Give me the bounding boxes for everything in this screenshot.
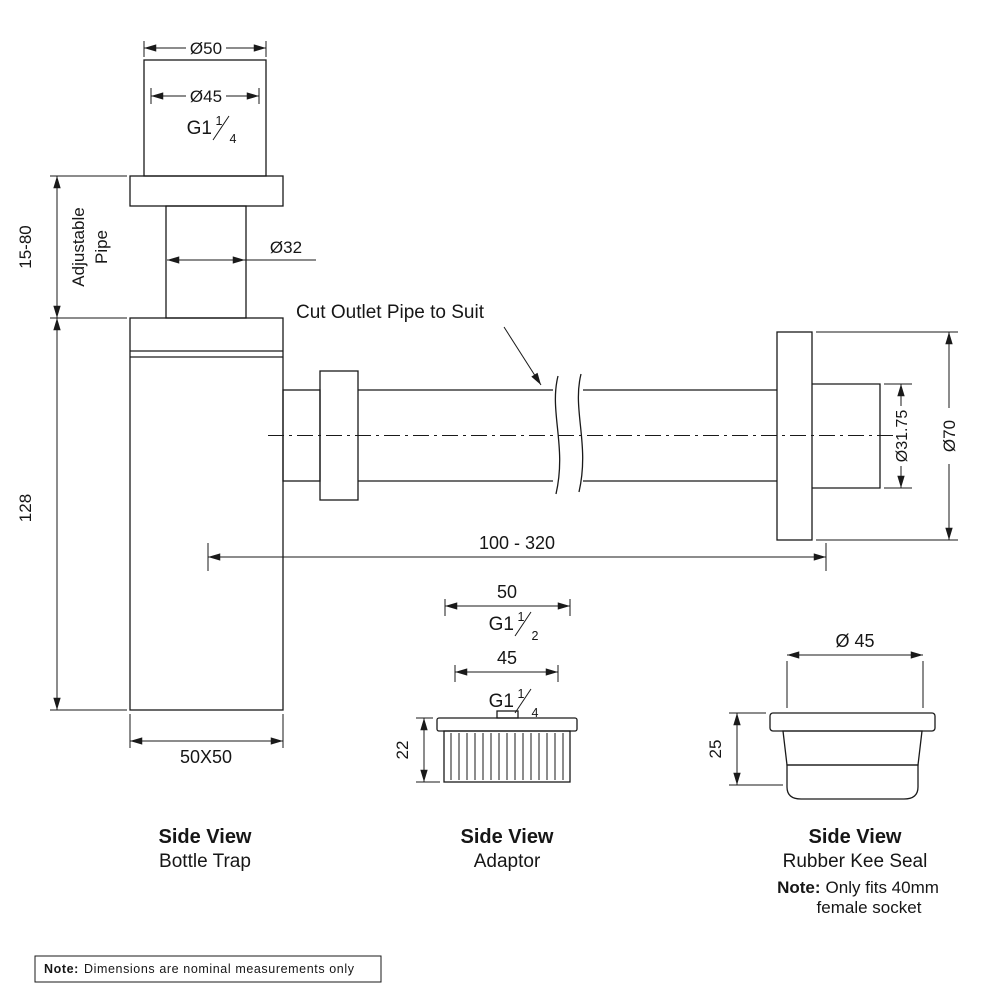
bottle-trap-caption: Side View Bottle Trap xyxy=(158,826,251,872)
footer-note-label: Note: xyxy=(44,962,79,976)
adaptor-outline xyxy=(436,710,578,783)
dim-base-50x50: 50X50 xyxy=(129,714,284,767)
dim-label-22: 22 xyxy=(393,741,412,760)
caption-title: Side View xyxy=(808,826,901,848)
dim-label-adjustable-range: 15-80 xyxy=(16,225,35,268)
thread-ridges xyxy=(450,733,564,780)
dim-adaptor-50: 50 xyxy=(444,582,571,616)
seal-note-label: Note: xyxy=(777,878,820,897)
dim-label-d45: Ø45 xyxy=(190,87,222,106)
thread-label-g1-quarter: G1 1 4 xyxy=(187,114,237,146)
dim-label-50: 50 xyxy=(497,582,517,602)
dim-label-d50: Ø50 xyxy=(190,39,222,58)
thread-numerator: 1 xyxy=(216,114,223,128)
annotation-cut-outlet: Cut Outlet Pipe to Suit xyxy=(296,302,542,386)
dim-riser-d32: Ø32 xyxy=(167,238,316,264)
label-adjustable: Adjustable xyxy=(69,207,88,286)
adaptor-tab-outline xyxy=(496,710,519,719)
bottle-trap-outline xyxy=(129,59,893,711)
kee-seal-caption: Side View Rubber Kee Seal Note: Only fits… xyxy=(777,826,939,917)
thread-denominator: 2 xyxy=(532,629,539,643)
dim-label-45: 45 xyxy=(497,648,517,668)
dim-label-seal-d45: Ø 45 xyxy=(835,631,874,651)
dim-top-nut-d45: Ø45 xyxy=(150,87,260,106)
dim-adaptor-45: 45 xyxy=(454,648,559,682)
fraction-slash xyxy=(212,115,230,141)
thread-denominator: 4 xyxy=(532,706,539,720)
caption-title: Side View xyxy=(158,826,251,848)
dim-stub-d3175: Ø31.75 xyxy=(884,383,912,489)
bottle-body-outline xyxy=(129,317,284,711)
fraction-slash xyxy=(514,611,532,637)
seal-flange-outline xyxy=(769,712,936,732)
thread-denominator: 4 xyxy=(230,132,237,146)
leader-line xyxy=(503,326,542,386)
thread-prefix: G1 xyxy=(489,691,514,712)
dim-flange-d70: Ø70 xyxy=(816,331,959,541)
pipe-break-line xyxy=(554,375,561,495)
dim-label-outlet-range: 100 - 320 xyxy=(479,533,555,553)
dim-label-50x50: 50X50 xyxy=(180,747,232,767)
label-pipe: Pipe xyxy=(92,230,111,264)
caption-subtitle: Rubber Kee Seal xyxy=(783,851,928,872)
top-flange-outline xyxy=(129,175,284,207)
kee-seal-outline xyxy=(769,712,936,800)
dim-body-height-128: 128 xyxy=(16,318,127,711)
seal-note-line2: female socket xyxy=(817,898,922,917)
caption-subtitle: Adaptor xyxy=(474,851,541,872)
adaptor-caption: Side View Adaptor xyxy=(460,826,553,872)
annotation-text: Cut Outlet Pipe to Suit xyxy=(296,302,485,323)
dim-adjustable-pipe: 15-80 Adjustable Pipe xyxy=(16,175,127,319)
dim-label-128: 128 xyxy=(16,494,35,522)
footer-note-body: Dimensions are nominal measurements only xyxy=(84,962,355,976)
dim-label-25: 25 xyxy=(706,740,725,759)
pipe-break-line xyxy=(577,373,584,493)
bottle-trap-view: Ø50 Ø45 G1 1 4 15-80 Adjustable Pipe xyxy=(16,39,959,872)
adaptor-thread-body-outline xyxy=(443,730,571,783)
dim-adaptor-22: 22 xyxy=(393,717,440,783)
footer-note-text: Note: Dimensions are nominal measurements… xyxy=(44,962,355,976)
thread-prefix: G1 xyxy=(489,614,514,635)
thread-numerator: 1 xyxy=(518,687,525,701)
seal-upper-body-outline xyxy=(782,730,923,766)
adjustable-pipe-outline xyxy=(165,205,247,319)
thread-label-g1-quarter-adaptor: G1 1 4 xyxy=(489,687,539,720)
dim-label-d70: Ø70 xyxy=(940,420,959,452)
dim-seal-25: 25 xyxy=(706,712,783,786)
caption-subtitle: Bottle Trap xyxy=(159,851,251,872)
footer-note: Note: Dimensions are nominal measurements… xyxy=(34,955,382,983)
dim-outlet-range: 100 - 320 xyxy=(207,533,827,571)
adaptor-flange-outline xyxy=(436,717,578,732)
fraction-slash xyxy=(514,688,532,714)
dim-label-d32: Ø32 xyxy=(270,238,302,257)
seal-lower-body-outline xyxy=(786,764,919,800)
dim-label-d3175: Ø31.75 xyxy=(894,410,911,463)
kee-seal-view: Ø 45 25 Side View Rubber Kee Seal Note: O… xyxy=(706,631,939,917)
dim-top-nut-d50: Ø50 xyxy=(143,39,267,58)
thread-label-g1-half: G1 1 2 xyxy=(489,610,539,643)
thread-prefix: G1 xyxy=(187,118,212,139)
caption-title: Side View xyxy=(460,826,553,848)
thread-numerator: 1 xyxy=(518,610,525,624)
seal-note-line1: Note: Only fits 40mm xyxy=(777,878,939,897)
footer-note-box xyxy=(34,955,382,983)
adaptor-view: 50 G1 1 2 45 G1 1 4 xyxy=(393,582,578,872)
seal-note-text: Only fits 40mm xyxy=(826,878,939,897)
dim-seal-d45: Ø 45 xyxy=(786,631,924,708)
